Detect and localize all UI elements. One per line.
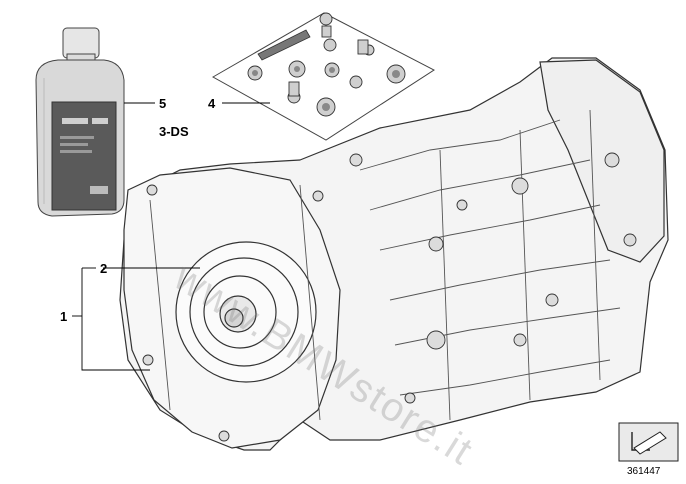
callout-4[interactable]: 4: [208, 96, 216, 111]
callout-2[interactable]: 2: [100, 261, 108, 276]
callout-1[interactable]: 1: [60, 309, 68, 324]
navigation-arrow-icon[interactable]: [618, 422, 679, 462]
transmission-assembly-illustration: [119, 57, 669, 451]
seal-kit-panel: [211, 12, 435, 141]
diagram-id-label: 361447: [627, 466, 661, 477]
callout-3-ds[interactable]: 3-DS: [159, 124, 189, 139]
oil-bottle-illustration: [35, 27, 125, 217]
callout-5[interactable]: 5: [159, 96, 167, 111]
leader-lines: [72, 102, 270, 371]
